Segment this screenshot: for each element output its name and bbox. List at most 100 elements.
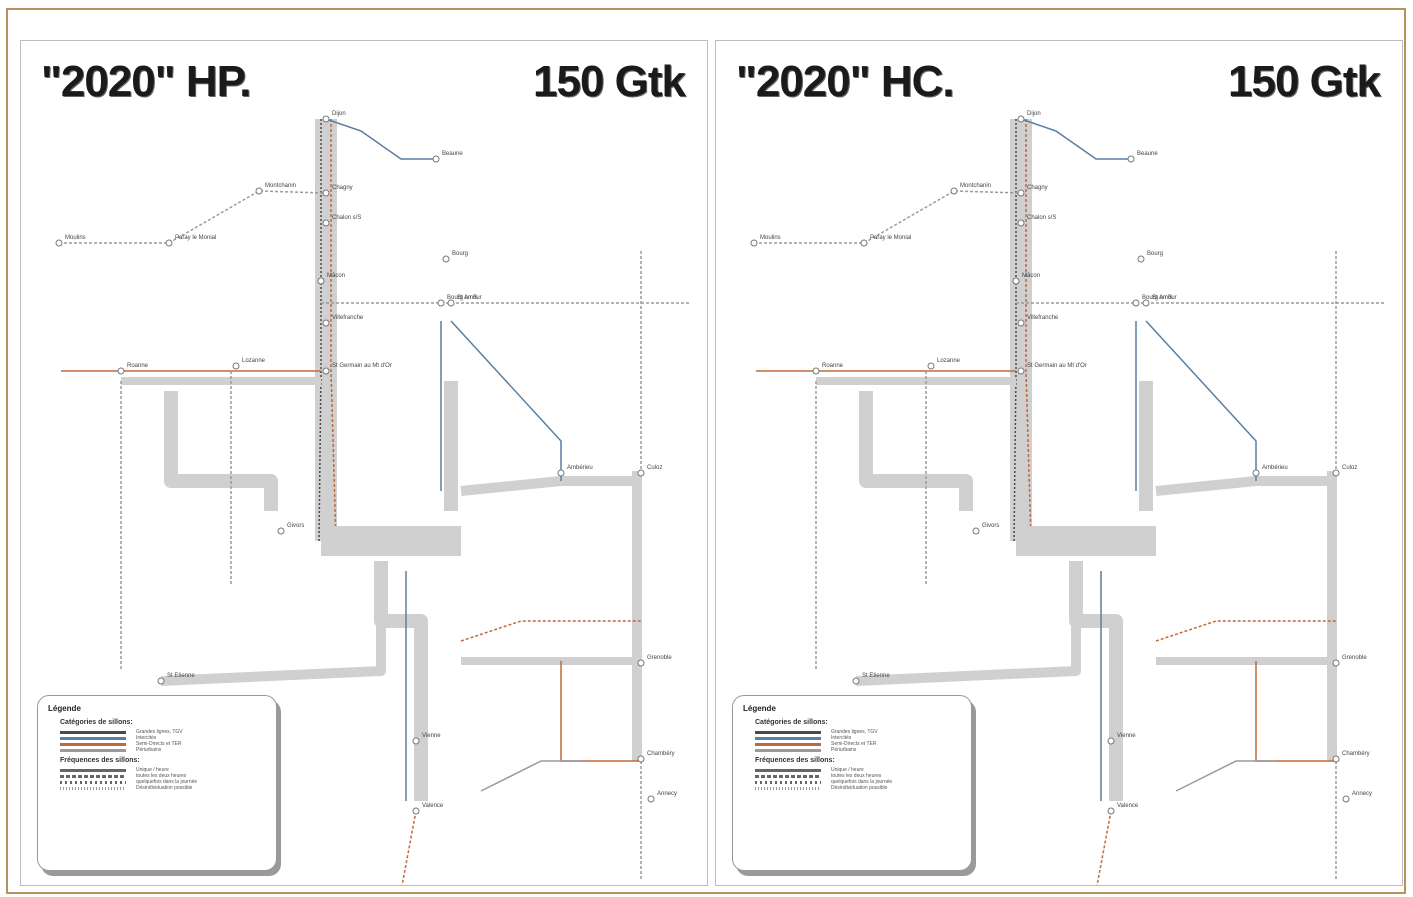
station-marker [1108, 808, 1114, 814]
station-label: Culoz [647, 465, 662, 471]
station-label: Dijon [1027, 111, 1041, 117]
station-marker [413, 738, 419, 744]
station-label: Chambéry [1342, 751, 1370, 757]
station-marker [648, 796, 654, 802]
station-label: Paray le Monial [870, 235, 911, 241]
rail-line [1156, 621, 1336, 641]
station-label: Chambéry [647, 751, 675, 757]
station-marker [318, 278, 324, 284]
station-label: Valence [1117, 803, 1139, 809]
station-marker [256, 188, 262, 194]
station-label: St Etienne [167, 673, 195, 679]
station-label: Moulins [65, 235, 86, 241]
station-marker [751, 240, 757, 246]
legend-title: Légende [48, 704, 266, 713]
station-marker [1333, 756, 1339, 762]
station-marker [638, 470, 644, 476]
station-label: Valence [422, 803, 444, 809]
station-label: Vienne [1117, 733, 1136, 739]
station-marker [158, 678, 164, 684]
rail-line [326, 119, 436, 159]
station-label: Mâcon [1022, 273, 1040, 279]
station-marker [278, 528, 284, 534]
station-label: Chagny [332, 185, 353, 191]
station-marker [1333, 660, 1339, 666]
station-label: Montchanin [265, 183, 296, 189]
station-label: Bourg en B. [447, 295, 479, 301]
legend-row: Périurbains [60, 747, 266, 753]
station-marker [1133, 300, 1139, 306]
legend-row: Périurbains [755, 747, 961, 753]
panel-title: "2020" HP. [41, 57, 251, 107]
panel-capacity: 150 Gtk [533, 57, 685, 107]
station-marker [433, 156, 439, 162]
station-marker [1018, 368, 1024, 374]
station-marker [638, 756, 644, 762]
rail-line [561, 661, 641, 761]
station-label: Moulins [760, 235, 781, 241]
station-marker [323, 320, 329, 326]
station-label: Mâcon [327, 273, 345, 279]
station-marker [233, 363, 239, 369]
station-label: Dijon [332, 111, 346, 117]
station-marker [1108, 738, 1114, 744]
rail-line [381, 561, 421, 801]
station-marker [1018, 220, 1024, 226]
station-marker [973, 528, 979, 534]
station-marker [1013, 278, 1019, 284]
station-label: Beaune [442, 151, 463, 157]
station-label: Beaune [1137, 151, 1158, 157]
station-marker [443, 256, 449, 262]
station-label: St Germain au Mt d'Or [332, 363, 392, 369]
rail-line [1146, 321, 1256, 481]
station-marker [1343, 796, 1349, 802]
legend-categories-title: Catégories de sillons: [755, 719, 961, 726]
station-label: Villefranche [332, 315, 364, 321]
rail-line [1096, 811, 1111, 886]
panel-title: "2020" HC. [736, 57, 954, 107]
station-label: Givors [982, 523, 999, 529]
legend-categories-title: Catégories de sillons: [60, 719, 266, 726]
map-panel-hp: DijonBeauneChagnyMontchaninMoulinsParay … [20, 40, 708, 886]
station-label: Bourg en B. [1142, 295, 1174, 301]
station-label: Culoz [1342, 465, 1357, 471]
station-label: Chalon s/S [332, 215, 361, 221]
station-marker [56, 240, 62, 246]
station-label: Villefranche [1027, 315, 1059, 321]
station-marker [861, 240, 867, 246]
station-marker [323, 220, 329, 226]
station-label: Annecy [1352, 791, 1372, 797]
station-marker [323, 368, 329, 374]
station-label: Montchanin [960, 183, 991, 189]
rail-line [481, 761, 581, 791]
rail-line [1176, 761, 1276, 791]
station-marker [1018, 190, 1024, 196]
legend-row: Désindividuation possible [60, 785, 266, 791]
rail-line [461, 621, 641, 641]
legend-frequencies-title: Fréquences des sillons: [755, 757, 961, 764]
station-marker [853, 678, 859, 684]
rail-line [866, 391, 966, 511]
station-label: Lozanne [242, 358, 266, 364]
station-label: Bourg [1147, 251, 1163, 257]
station-label: Chagny [1027, 185, 1048, 191]
station-marker [166, 240, 172, 246]
station-label: St Germain au Mt d'Or [1027, 363, 1087, 369]
rail-line [1021, 119, 1131, 159]
rail-line [461, 481, 641, 491]
station-label: Chalon s/S [1027, 215, 1056, 221]
station-label: Roanne [822, 363, 844, 369]
station-marker [951, 188, 957, 194]
legend-row: Désindividuation possible [755, 785, 961, 791]
legend-box: Légende Catégories de sillons: Grandes l… [732, 695, 972, 871]
station-label: Bourg [452, 251, 468, 257]
rail-line [856, 621, 1076, 681]
rail-line [1076, 561, 1116, 801]
station-marker [1018, 116, 1024, 122]
station-label: Grenoble [647, 655, 672, 661]
station-marker [928, 363, 934, 369]
station-marker [323, 190, 329, 196]
station-marker [438, 300, 444, 306]
station-label: Vienne [422, 733, 441, 739]
